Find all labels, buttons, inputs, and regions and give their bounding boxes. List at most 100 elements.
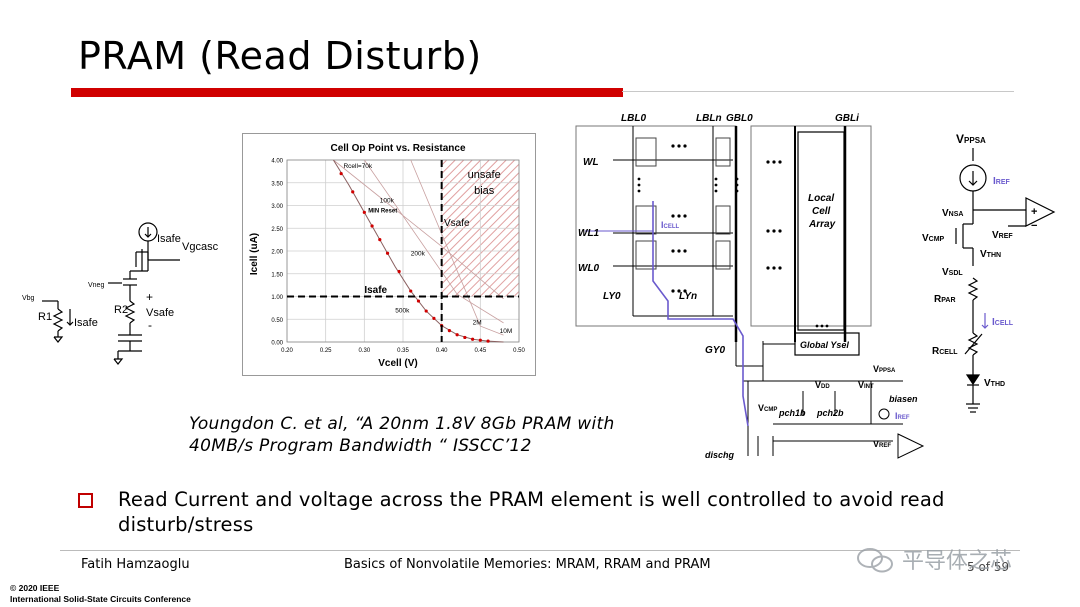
svg-text:VSDL: VSDL: [942, 267, 963, 278]
data-point: [370, 224, 374, 228]
svg-text:VCMP: VCMP: [758, 403, 777, 413]
label-vdd-sub: DD: [821, 384, 830, 390]
label-vthn-sub: THN: [987, 252, 1001, 259]
chart-ylabel: Icell (uA): [249, 233, 260, 275]
label-vcmp: V: [922, 233, 929, 244]
svg-text:VINT: VINT: [858, 380, 874, 390]
svg-text:VDD: VDD: [815, 380, 830, 390]
label-dischg: dischg: [705, 450, 735, 460]
label-lyn: LYn: [679, 291, 697, 302]
label-unsafe: unsafe: [468, 169, 501, 181]
bullet-text: Read Current and voltage across the PRAM…: [118, 488, 945, 536]
data-point: [447, 329, 451, 333]
svg-text:VREF: VREF: [992, 230, 1013, 241]
label-biasen: biasen: [889, 394, 918, 404]
label-vsdl: V: [942, 267, 949, 278]
label-vdd: V: [815, 380, 821, 390]
data-point: [455, 333, 459, 337]
wechat-icon: [857, 548, 893, 573]
label-isafe-line: Isafe: [364, 285, 387, 296]
data-point: [362, 210, 366, 214]
label-minus: −: [1031, 220, 1037, 232]
label-lbl0: LBL0: [621, 113, 646, 124]
x-tick-label: 0.25: [320, 348, 332, 354]
label-vsafe: Vsafe: [146, 307, 174, 319]
label-vcmp-sub: CMP: [929, 236, 945, 243]
wechat-watermark: 平导体之芯: [857, 548, 1012, 573]
footer-page-number: 5 of 59: [967, 560, 1010, 574]
label-plus: +: [1031, 206, 1037, 218]
citation-line-1: Youngdon C. et al, “A 20nm 1.8V 8Gb PRAM…: [189, 414, 615, 434]
x-tick-label: 0.35: [397, 348, 409, 354]
label-rcell-sub: CELL: [939, 349, 958, 356]
label-100k: 100k: [380, 197, 395, 204]
label-icell-sub: CELL: [664, 224, 680, 230]
title-underline-grey: [622, 91, 1014, 92]
data-point: [385, 251, 390, 255]
data-point: [471, 337, 475, 341]
y-tick-label: 3.50: [271, 181, 283, 187]
label-icell-sub: CELL: [995, 320, 1014, 327]
label-pch2b: pch2b: [816, 408, 844, 418]
y-tick-label: 2.00: [271, 250, 283, 256]
label-vthn: V: [980, 249, 987, 260]
label-r1: R1: [38, 311, 52, 323]
label-vsafe-line: Vsafe: [444, 218, 470, 229]
label-vref: V: [873, 439, 879, 449]
data-point: [424, 309, 428, 313]
label-rcell: R: [932, 346, 940, 357]
label-vint: V: [858, 380, 864, 390]
label-cell: Cell: [812, 206, 831, 217]
data-point: [339, 172, 343, 176]
data-point: [463, 335, 467, 340]
label-array: Array: [808, 219, 836, 230]
label-vneg: Vneg: [88, 282, 104, 289]
svg-text:RPAR: RPAR: [934, 294, 956, 305]
label-wl0: WL0: [578, 263, 600, 274]
label-vref-sub: REF: [999, 233, 1014, 240]
svg-text:RCELL: RCELL: [932, 346, 958, 357]
svg-text:IREF: IREF: [993, 176, 1011, 187]
svg-text:VPPSA: VPPSA: [873, 364, 896, 374]
label-vcmp-sub: CMP: [764, 407, 777, 413]
title-underline-red: [71, 88, 623, 97]
label-vthd-sub: THD: [991, 381, 1005, 388]
footer-course-title: Basics of Nonvolatile Memories: MRAM, RR…: [344, 557, 711, 572]
label-min-reset: MIN Reset: [368, 208, 397, 214]
label-gbl0: GBL0: [726, 113, 753, 124]
citation: Youngdon C. et al, “A 20nm 1.8V 8Gb PRAM…: [189, 413, 659, 457]
label-2m: 2M: [473, 320, 482, 327]
label-500k: 500k: [395, 307, 410, 314]
plot-frame: [286, 159, 520, 343]
label-10m: 10M: [500, 328, 513, 335]
label-vbg: Vbg: [22, 295, 35, 302]
label-pch1b: pch1b: [778, 408, 806, 418]
y-tick-label: 1.00: [271, 295, 283, 301]
data-point: [478, 338, 482, 342]
x-tick-label: 0.50: [513, 348, 525, 354]
label-vref: V: [992, 230, 999, 241]
label-200k: 200k: [411, 251, 426, 258]
x-tick-label: 0.45: [474, 348, 486, 354]
label-isafe-top: Isafe: [157, 233, 181, 245]
data-point: [486, 339, 490, 343]
svg-text:VPPSA: VPPSA: [956, 132, 986, 146]
data-point: [416, 299, 421, 303]
label-gbli: GBLi: [835, 113, 859, 124]
label-icell: I: [661, 220, 664, 230]
label-r2: R2: [114, 304, 128, 316]
footer-divider: [60, 550, 1020, 551]
resistance-load-line: [364, 159, 504, 324]
label-vppsa: V: [873, 364, 879, 374]
label-wl: WL: [583, 157, 599, 168]
x-tick-label: 0.20: [281, 348, 293, 354]
label-ly0: LY0: [603, 291, 621, 302]
cell-op-point-chart: Cell Op Point vs. Resistance Vcell (V) I…: [242, 133, 536, 376]
label-vthd: V: [984, 378, 991, 389]
sense-amp-circuit-diagram: VPPSA IREF VNSA VCMP VREF VTHN VSDL RPAR…: [922, 132, 1056, 413]
svg-text:IREF: IREF: [895, 411, 910, 421]
watermark-text: 平导体之芯: [902, 548, 1012, 573]
svg-text:VTHD: VTHD: [984, 378, 1005, 389]
y-tick-label: 4.00: [271, 159, 283, 165]
label-iref-sub: REF: [996, 179, 1011, 186]
